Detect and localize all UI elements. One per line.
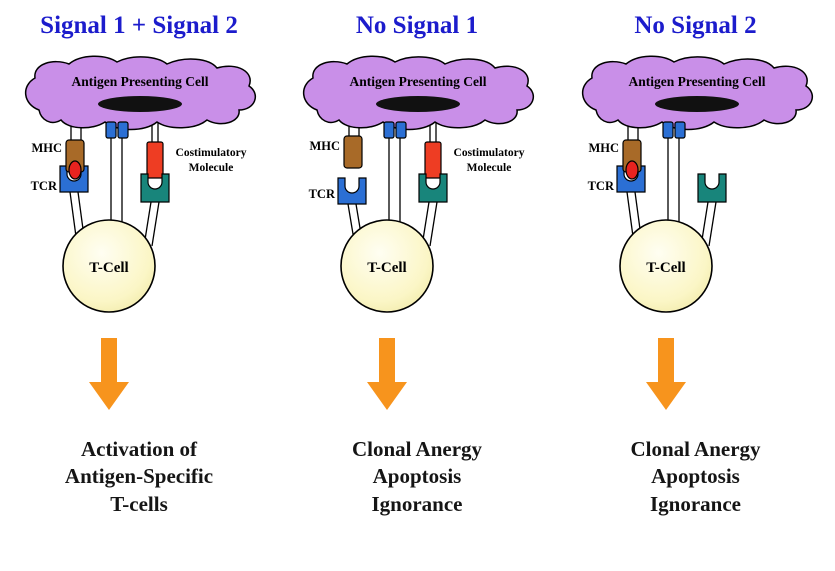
panel-signal1-signal2: Signal 1 + Signal 2 Antigen Presenting C… [0, 12, 278, 518]
outcome-text: Clonal Anergy Apoptosis Ignorance [352, 436, 482, 518]
outcome-line: Clonal Anergy [630, 437, 761, 461]
costim-receptor [696, 173, 727, 203]
adhesion-molecule [673, 121, 686, 139]
panel-no-signal1: No Signal 1 Antigen Presenting Cell T-Ce… [278, 12, 556, 518]
outcome-arrow-head [645, 382, 686, 410]
t-cell-label: T-Cell [367, 260, 406, 276]
tcr-receptor [337, 177, 367, 205]
antigen-presenting-cell [25, 55, 257, 131]
antigen-presenting-cell [303, 55, 535, 131]
costim-label-line1: Costimulatory [454, 147, 525, 159]
adhesion-molecule [383, 121, 395, 139]
antigen-peptide [68, 160, 82, 180]
outcome-line: Activation of [80, 437, 198, 461]
apc-label: Antigen Presenting Cell [628, 74, 765, 89]
apc-nucleus [654, 96, 739, 112]
outcome-line: Antigen-Specific [64, 464, 214, 489]
apc-nucleus [98, 96, 182, 112]
costim-receptor [140, 173, 170, 203]
outcome-line: T-cells [110, 491, 168, 516]
outcome-arrow-head [89, 382, 129, 410]
t-cell-body [340, 219, 434, 313]
mhc-label: MHC [588, 141, 619, 155]
adhesion-molecule [661, 121, 674, 139]
t-cell-body [62, 219, 156, 313]
tcr-label: TCR [309, 187, 336, 201]
costim-receptor [418, 173, 448, 203]
outcome-line: Apoptosis [372, 464, 462, 489]
outcome-line: Ignorance [371, 491, 463, 516]
outcome-text: Clonal Anergy Apoptosis Ignorance [630, 436, 760, 518]
t-cell-label: T-Cell [646, 260, 685, 276]
t-cell-body [618, 219, 713, 313]
outcome-line: Apoptosis [651, 464, 740, 489]
panel-title: No Signal 2 [634, 12, 757, 39]
panel-title: Signal 1 + Signal 2 [40, 12, 238, 39]
mhc-label: MHC [31, 141, 62, 155]
costim-label-line1: Costimulatory [176, 147, 247, 159]
adhesion-molecule [395, 121, 407, 139]
outcome-arrow-shaft [101, 338, 117, 384]
diagram-page: Signal 1 + Signal 2 Antigen Presenting C… [0, 12, 835, 518]
antigen-presenting-cell [581, 55, 813, 131]
adhesion-molecule [117, 121, 129, 139]
outcome-line: Clonal Anergy [351, 437, 483, 461]
mhc-label: MHC [309, 139, 340, 153]
panel-no-signal2: No Signal 2 Antigen Presenting Cell T-Ce… [556, 12, 835, 518]
tcr-label: TCR [31, 179, 58, 193]
costimulatory-molecule [146, 141, 164, 179]
costim-label-line2: Molecule [467, 162, 512, 174]
panel-title: No Signal 1 [355, 12, 479, 39]
tcr-label: TCR [587, 179, 614, 193]
panel-diagram: Antigen Presenting Cell T-Cell MHC TCR C… [25, 55, 257, 410]
outcome-arrow-shaft [379, 338, 395, 384]
outcome-arrow-shaft [657, 338, 674, 384]
apc-label: Antigen Presenting Cell [72, 74, 209, 89]
adhesion-molecule [105, 121, 117, 139]
outcome-line: Ignorance [650, 491, 741, 516]
apc-nucleus [376, 96, 460, 112]
outcome-arrow-head [367, 382, 407, 410]
outcome-text: Activation of Antigen-Specific T-cells [65, 436, 213, 518]
costimulatory-molecule [424, 141, 442, 179]
t-cell-label: T-Cell [89, 260, 128, 276]
panel-diagram: Antigen Presenting Cell T-Cell MHC TCR [581, 55, 813, 410]
costim-label-line2: Molecule [189, 162, 234, 174]
apc-label: Antigen Presenting Cell [350, 74, 487, 89]
panel-diagram: Antigen Presenting Cell T-Cell MHC TCR C… [303, 55, 535, 410]
mhc-molecule [343, 135, 363, 169]
antigen-peptide [624, 160, 639, 180]
